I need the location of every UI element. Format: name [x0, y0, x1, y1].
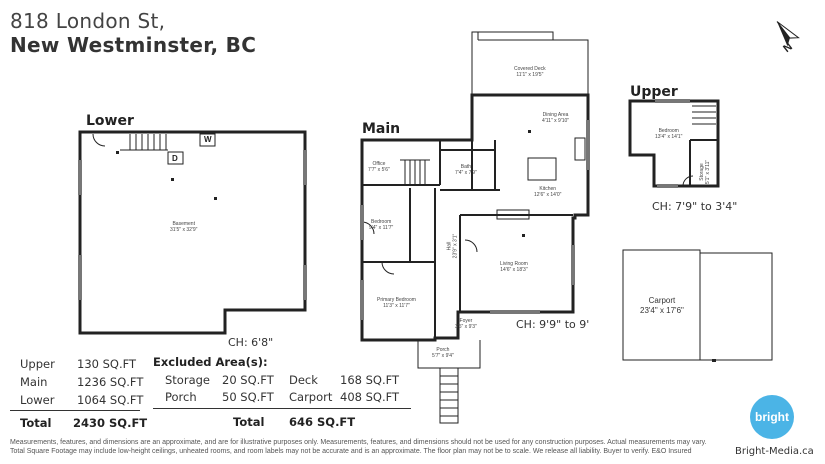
excluded-total-value: 646 SQ.FT [289, 415, 356, 429]
lower-floor-walls [78, 130, 307, 335]
excluded-total-label: Total [233, 415, 265, 429]
bright-logo: bright [750, 395, 794, 439]
area-row-main: Main [20, 375, 48, 389]
lower-ceiling-height: CH: 6'8" [228, 336, 274, 349]
washer-label: W [204, 135, 212, 144]
excluded-carport-label: Carport [289, 390, 333, 404]
excluded-carport-value: 408 SQ.FT [340, 390, 400, 404]
dryer-label: D [172, 154, 178, 163]
area-total-value: 2430 SQ.FT [73, 416, 148, 430]
upper-floor-title: Upper [630, 84, 678, 100]
excluded-storage-value: 20 SQ.FT [222, 373, 274, 387]
area-row-upper: Upper [20, 357, 55, 371]
excluded-deck-value: 168 SQ.FT [340, 373, 400, 387]
excluded-deck-label: Deck [289, 373, 318, 387]
address-line-2: New Westminster, BC [10, 33, 257, 57]
compass-icon [776, 21, 800, 47]
brand-url: Bright-Media.ca [735, 446, 814, 457]
main-ceiling-height: CH: 9'9" to 9' [516, 318, 590, 331]
area-value-lower: 1064 SQ.FT [77, 393, 144, 407]
excluded-total-divider [153, 408, 411, 409]
excluded-title: Excluded Area(s): [153, 355, 268, 369]
upper-floor-walls [628, 99, 720, 188]
area-row-lower: Lower [20, 393, 55, 407]
address-line-1: 818 London St, [10, 9, 166, 33]
area-total-divider [10, 410, 140, 411]
excluded-porch-value: 50 SQ.FT [222, 390, 274, 404]
excluded-porch-label: Porch [165, 390, 197, 404]
covered-deck-outline [471, 31, 589, 95]
disclaimer-text: Measurements, features, and dimensions a… [10, 439, 707, 455]
main-floor-title: Main [362, 121, 401, 137]
area-value-upper: 130 SQ.FT [77, 357, 137, 371]
lower-floor-title: Lower [86, 113, 134, 129]
excluded-storage-label: Storage [165, 373, 210, 387]
area-total-label: Total [20, 416, 52, 430]
upper-ceiling-height: CH: 7'9" to 3'4" [652, 200, 738, 213]
area-value-main: 1236 SQ.FT [77, 375, 144, 389]
